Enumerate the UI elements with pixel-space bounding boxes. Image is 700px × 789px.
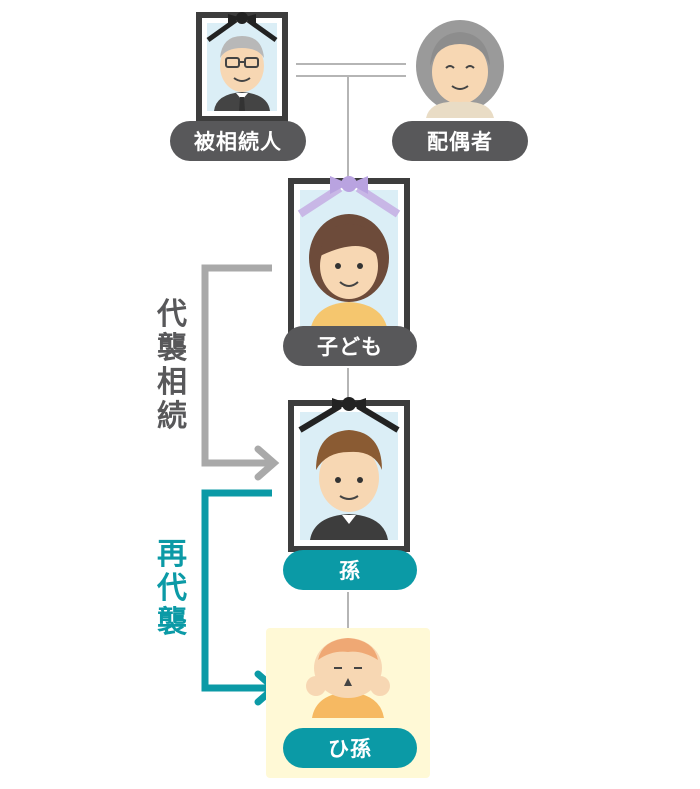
vertical-label-char: 相 [157,365,187,400]
family-connector-lines [296,63,406,628]
vertical-label-char: 続 [157,399,187,434]
spouse-label: 配偶者 [392,121,528,161]
vertical-label-char: 再 [157,537,187,572]
re-representation-label: 再代襲 [152,538,192,640]
representation-arrow [201,264,280,481]
vertical-label-char: 襲 [157,605,187,640]
vertical-label-char: 代 [157,297,187,332]
vertical-label-char: 襲 [157,331,187,366]
decedent-label: 被相続人 [170,121,306,161]
re-representation-arrow [201,489,280,706]
spouse-portrait [416,20,504,118]
child-label: 子ども [283,326,417,366]
great-grandchild-baby [306,638,390,718]
grandchild-portrait [288,397,410,552]
vertical-label-char: 代 [157,571,187,606]
child-portrait [288,176,410,344]
grandchild-label: 孫 [283,550,417,590]
great-grandchild-label: ひ孫 [283,728,417,768]
representation-label: 代襲相続 [152,298,192,434]
decedent-portrait [196,12,288,122]
